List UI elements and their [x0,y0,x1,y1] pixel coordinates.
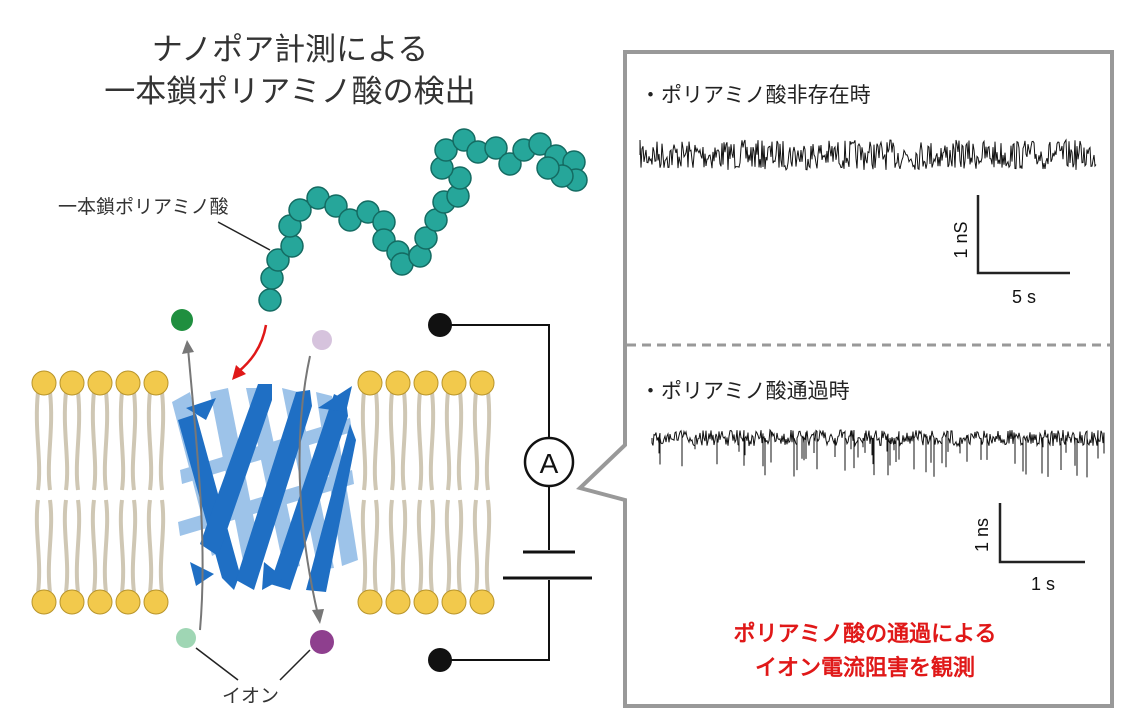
ion-flow-arrows [187,347,319,631]
nanopore-barrel [172,384,358,592]
lipid-tail [444,499,464,593]
panel-bottom-title: ・ポリアミノ酸通過時 [640,379,850,403]
amino-acid-bead [484,136,508,160]
lipid-head [469,370,495,396]
lipid-head [357,589,383,615]
electrode-top [428,313,452,337]
conclusion-line2: イオン電流阻害を観測 [754,656,975,681]
trace-line [651,428,1105,478]
scale-y-bottom: 1 ns [972,518,992,552]
diagram-title-line1: ナノポア計測による [151,32,429,68]
amino-acid-bead [266,248,290,272]
lipid-tail [118,391,138,491]
lipid-head [385,589,411,615]
amino-acid-bead [258,288,282,312]
polypeptide-chain [258,128,588,312]
lipid-tail [416,499,436,593]
lipid-head [31,370,57,396]
amino-acid-bead [434,138,458,162]
lipid-tail [360,391,380,491]
lipid-tail [388,391,408,491]
lipid-head [59,589,85,615]
scale-x-top: 5 s [1012,287,1036,307]
current-trace-with-polypeptide [651,428,1105,478]
ion-label: イオン [222,685,279,707]
lipid-head [357,370,383,396]
conclusion-line1: ポリアミノ酸の通過による [733,622,997,647]
scale-bar-top [976,195,1070,275]
lipid-head [143,589,169,615]
circuit [440,324,550,661]
lipid-head [143,370,169,396]
lipid-tail [472,391,492,491]
ion-arrowhead-up [182,340,194,354]
lipid-head [385,370,411,396]
scale-bar-bottom [998,503,1085,564]
lipid-tail [90,391,110,491]
lipid-tail [62,499,82,593]
ion-lilac [312,330,332,350]
ion-purple [310,630,334,654]
lipid-head [469,589,495,615]
amino-acid-bead [288,198,312,222]
panel-top-title: ・ポリアミノ酸非存在時 [640,83,871,107]
lipid-head [87,370,113,396]
ammeter-icon [523,436,575,488]
lipid-tail [472,499,492,593]
scale-x-bottom: 1 s [1031,574,1055,594]
amino-acid-bead [528,132,552,156]
ammeter-label: A [540,448,559,479]
lipid-tail [34,391,54,491]
lipid-tail [416,391,436,491]
lipid-bilayer-right [357,370,495,615]
lipid-tail [62,391,82,491]
scale-y-top: 1 nS [951,221,971,258]
ion-mint [176,628,196,648]
amino-acid-bead [280,234,304,258]
amino-acid-bead [414,226,438,250]
amino-acid-bead [448,166,472,190]
amino-acid-bead [536,156,560,180]
lipid-head [441,370,467,396]
lipid-head [413,589,439,615]
lipid-head [87,589,113,615]
amino-acid-bead [324,194,348,218]
lipid-tail [444,391,464,491]
lipid-tail [34,499,54,593]
trace-line [639,138,1097,171]
lipid-tail [146,391,166,491]
ion-label-leaders [195,647,311,681]
lipid-head [115,370,141,396]
ion-arrowhead-down [312,609,324,624]
entry-arrow [237,324,268,373]
lipid-head [31,589,57,615]
lipid-head [115,589,141,615]
electrode-bottom [428,648,452,672]
lipid-head [59,370,85,396]
lipid-tail [146,499,166,593]
lipid-bilayer-left [31,370,169,615]
current-trace-without-polypeptide [639,138,1097,171]
diagram-title-line2: 一本鎖ポリアミノ酸の検出 [104,74,476,110]
polypeptide-label: 一本鎖ポリアミノ酸 [58,196,229,218]
amino-acid-bead [498,152,522,176]
lipid-head [441,589,467,615]
lipid-tail [90,499,110,593]
lipid-tail [360,499,380,593]
polypeptide-leader [217,221,271,251]
entry-arrowhead [232,365,246,380]
lipid-head [413,370,439,396]
ion-green [171,309,193,331]
lipid-tail [118,499,138,593]
lipid-tail [388,499,408,593]
